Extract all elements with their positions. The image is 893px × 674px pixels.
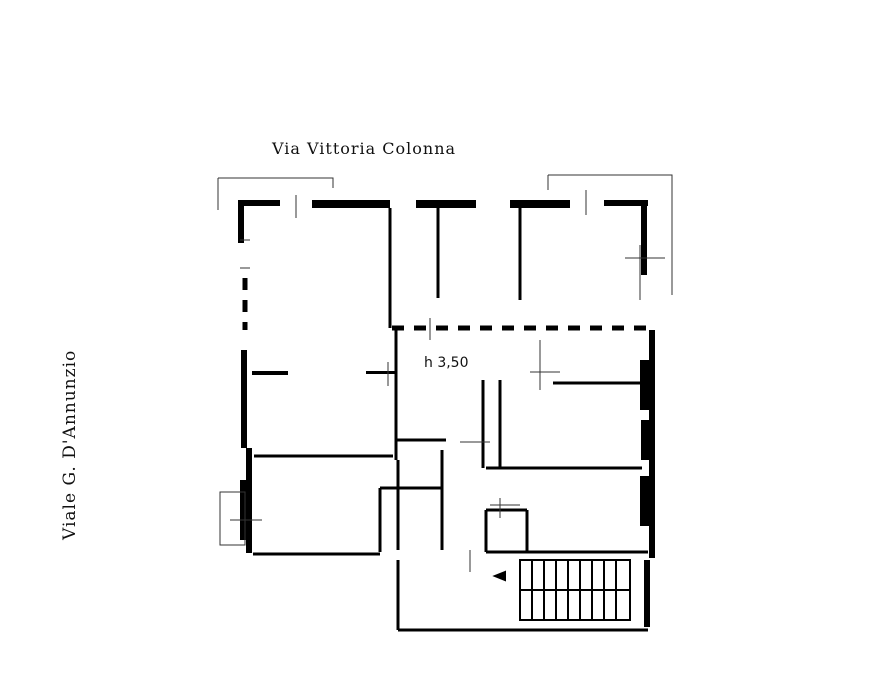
ceiling-height-label: h 3,50 <box>424 355 469 371</box>
top-facade-walls <box>238 200 648 208</box>
side-street-label: Viale G. D'Annunzio <box>60 349 80 540</box>
wall-stubs <box>240 360 651 540</box>
outer-boundary-lines <box>217 174 673 295</box>
outer-walls <box>238 200 655 627</box>
staircase <box>492 559 631 621</box>
top-street-label: Via Vittoria Colonna <box>272 139 457 158</box>
interior-walls <box>253 208 648 632</box>
detail-lines <box>219 190 665 572</box>
dashed-walls <box>242 278 652 331</box>
